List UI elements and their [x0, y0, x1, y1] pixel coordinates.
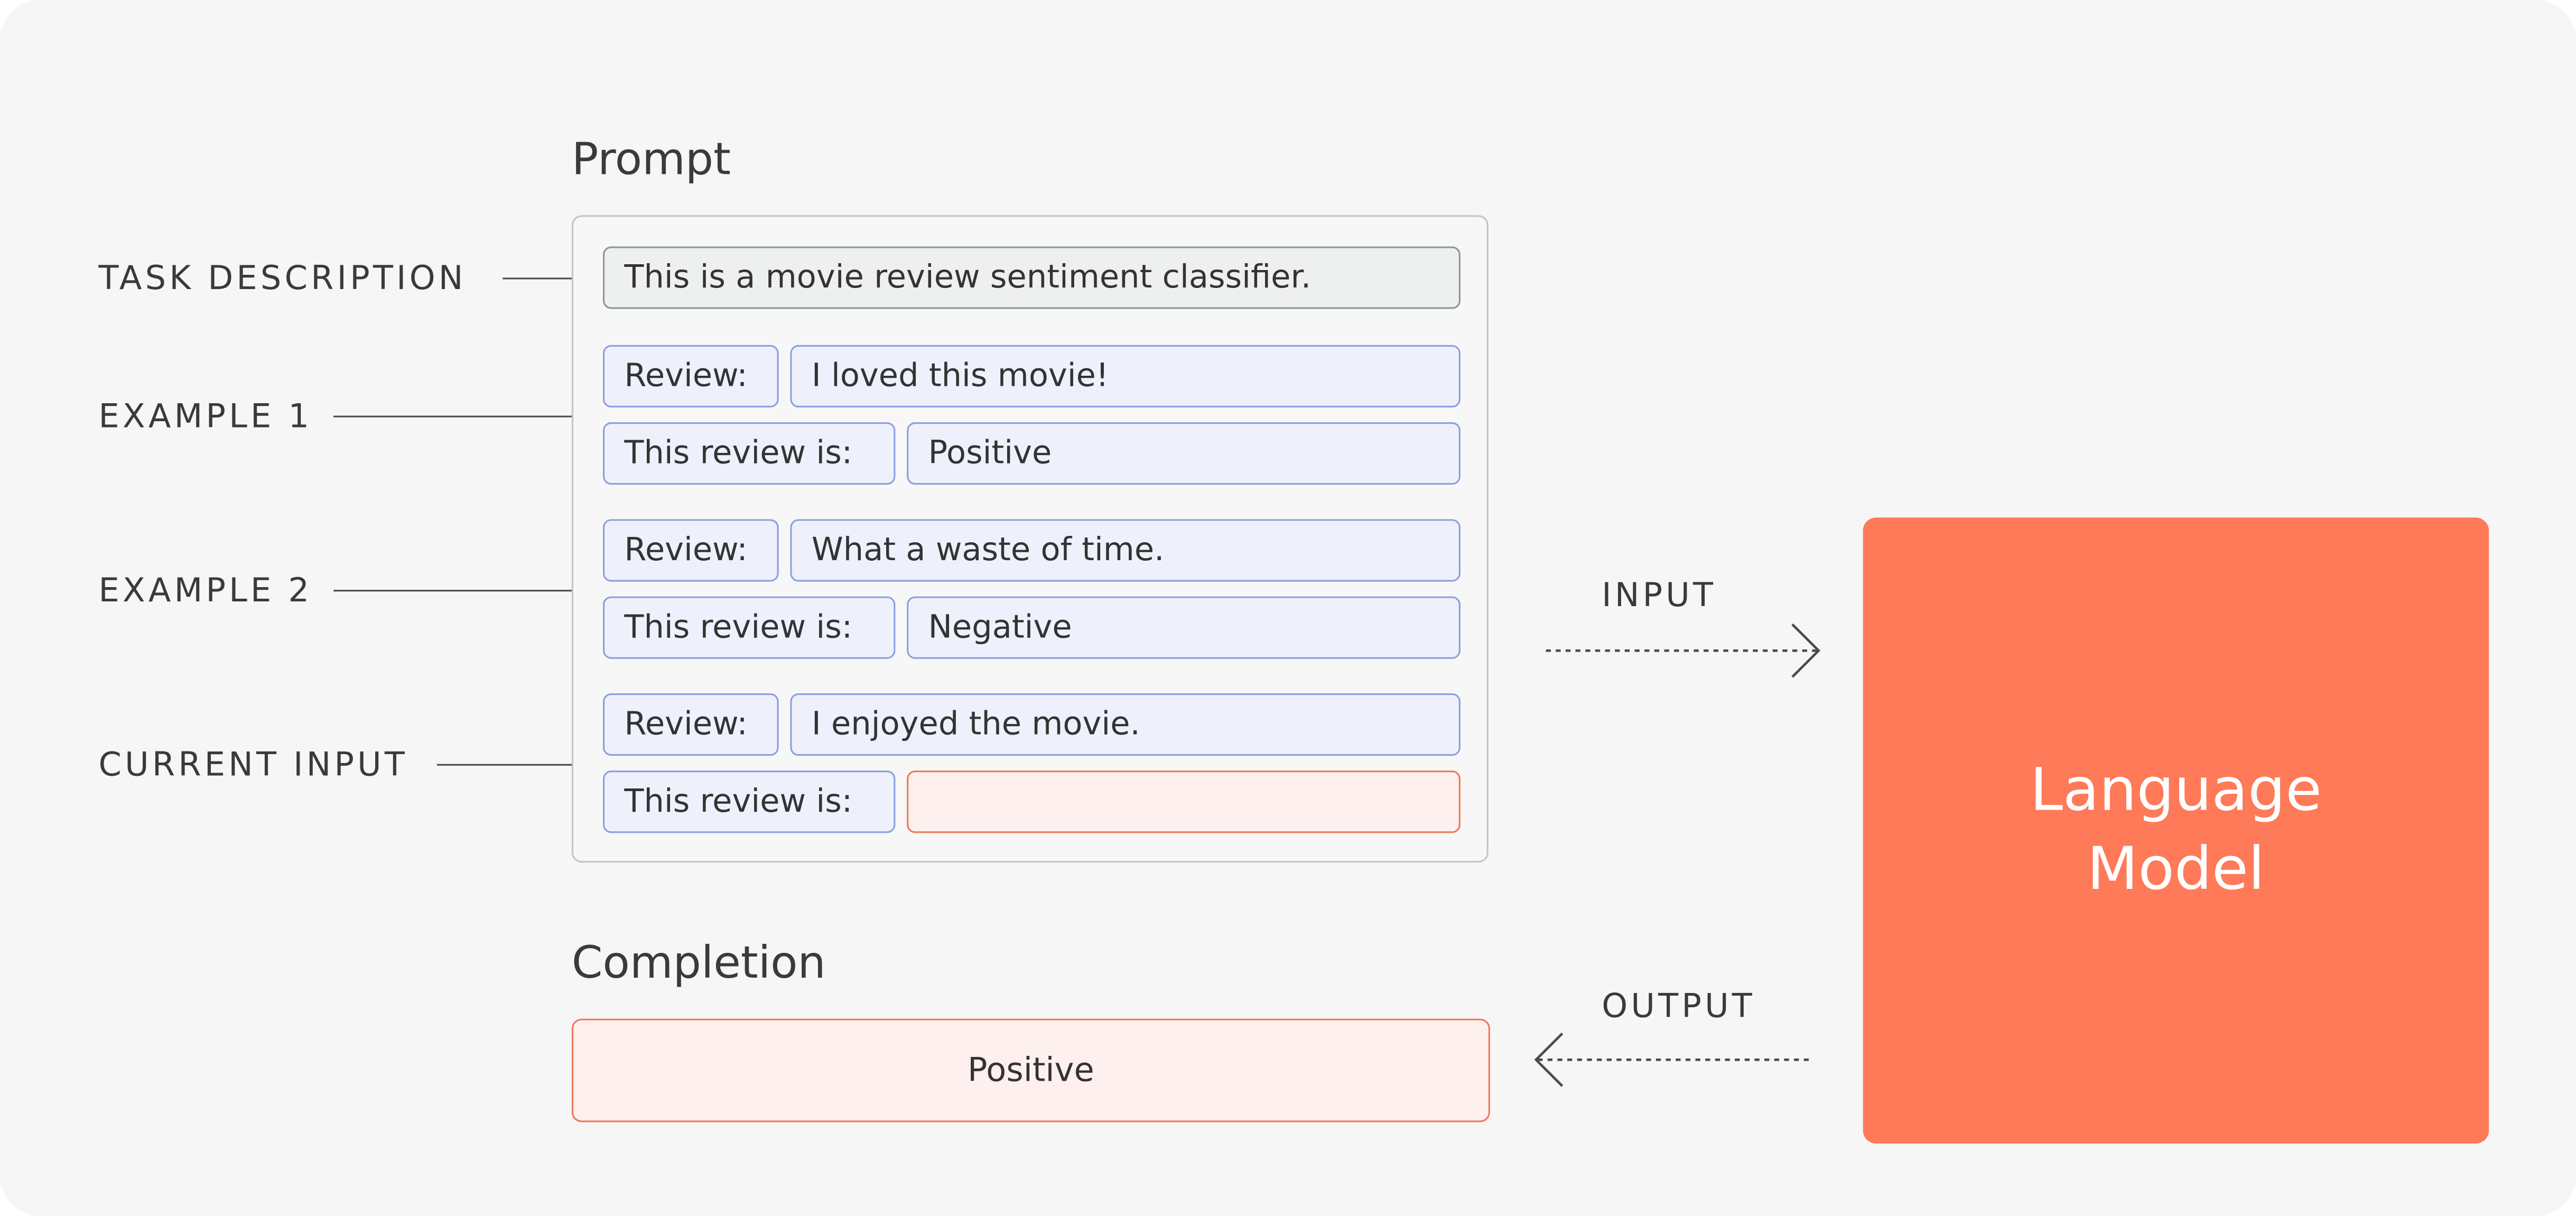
language-model-label: Language Model	[2030, 756, 2322, 903]
example-2-verdict-text: Negative	[907, 596, 1461, 659]
example-1-review-label: Review:	[603, 345, 779, 408]
current-input-review-text: I enjoyed the movie.	[790, 693, 1461, 756]
leader-example-2	[333, 590, 589, 592]
input-arrow	[1546, 623, 1820, 678]
example-1-review-text: I loved this movie!	[790, 345, 1461, 408]
completion-heading: Completion	[571, 938, 826, 989]
language-model-box: Language Model	[1863, 517, 2489, 1144]
example-2-review-text: What a waste of time.	[790, 519, 1461, 582]
label-example-1: EXAMPLE 1	[98, 396, 313, 435]
leader-task-description	[503, 277, 589, 280]
example-2-review-label: Review:	[603, 519, 779, 582]
label-task-description: TASK DESCRIPTION	[98, 258, 467, 298]
current-input-verdict-label: This review is:	[603, 771, 896, 833]
output-arrow	[1534, 1032, 1811, 1087]
example-1-verdict-label: This review is:	[603, 422, 896, 485]
completion-box: Positive	[571, 1018, 1490, 1122]
task-description-cell: This is a movie review sentiment classif…	[603, 246, 1461, 309]
current-input-review-label: Review:	[603, 693, 779, 756]
prompt-heading: Prompt	[571, 134, 731, 186]
current-input-verdict-blank	[907, 771, 1461, 833]
output-arrow-head	[1534, 1032, 1564, 1087]
input-arrow-label: INPUT	[1602, 575, 1717, 615]
leader-current-input	[436, 764, 589, 766]
input-arrow-head	[1791, 623, 1820, 678]
leader-example-1	[333, 415, 589, 417]
example-1-verdict-text: Positive	[907, 422, 1461, 485]
label-current-input: CURRENT INPUT	[98, 744, 408, 784]
output-arrow-label: OUTPUT	[1602, 986, 1756, 1026]
label-example-2: EXAMPLE 2	[98, 570, 313, 610]
example-2-verdict-label: This review is:	[603, 596, 896, 659]
